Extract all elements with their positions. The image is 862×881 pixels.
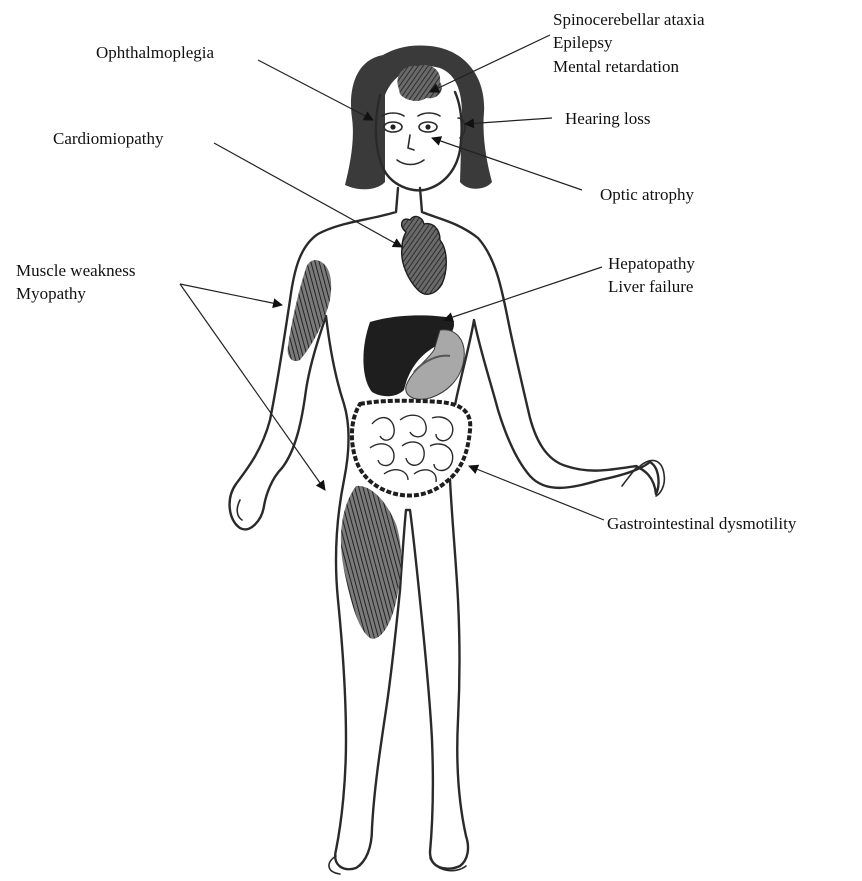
label-optic-atrophy: Optic atrophy	[600, 183, 694, 206]
heart	[402, 217, 447, 295]
label-spinocerebellar-ataxia: Spinocerebellar ataxia	[553, 8, 705, 31]
label-cardiomiopathy: Cardiomiopathy	[53, 127, 163, 150]
face	[376, 92, 462, 190]
label-epilepsy: Epilepsy	[553, 31, 705, 54]
liver-label: Hepatopathy Liver failure	[608, 252, 695, 299]
label-mental-retardation: Mental retardation	[553, 55, 705, 78]
brain	[397, 65, 441, 101]
body-outline	[230, 188, 659, 869]
label-gastrointestinal-dysmotility: Gastrointestinal dysmotility	[607, 512, 796, 535]
thigh-muscle	[341, 486, 401, 639]
muscle-label: Muscle weakness Myopathy	[16, 259, 135, 306]
label-muscle-weakness: Muscle weakness	[16, 259, 135, 282]
label-myopathy: Myopathy	[16, 282, 135, 305]
label-ophthalmoplegia: Ophthalmoplegia	[96, 41, 214, 64]
label-hearing-loss: Hearing loss	[565, 107, 650, 130]
brain-label: Spinocerebellar ataxia Epilepsy Mental r…	[553, 8, 705, 78]
label-liver-failure: Liver failure	[608, 275, 695, 298]
label-hepatopathy: Hepatopathy	[608, 252, 695, 275]
